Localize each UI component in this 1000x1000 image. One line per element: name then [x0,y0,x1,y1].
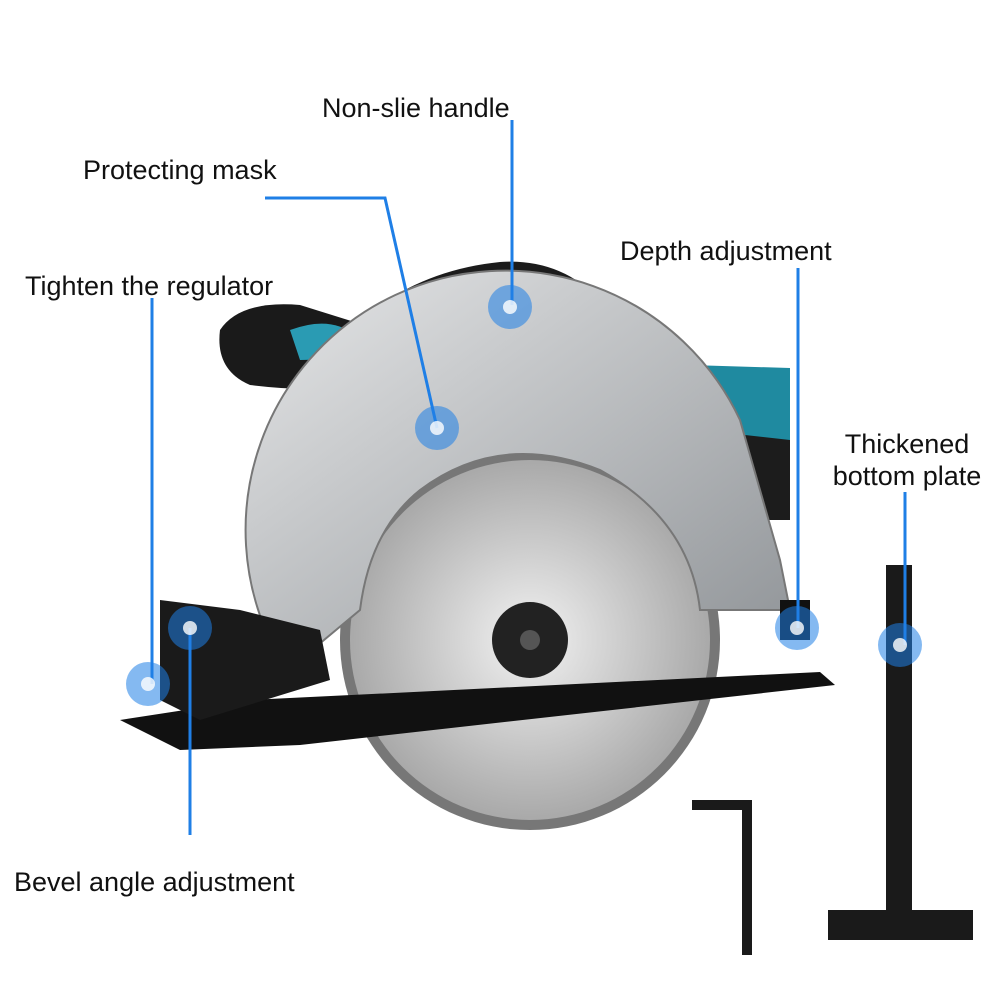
dot-bevel [168,606,212,650]
label-depth-adjustment: Depth adjustment [620,236,832,266]
dot-mask [415,406,459,450]
dot-handle [488,285,532,329]
dot-depth [775,606,819,650]
callout-lines [150,120,907,835]
label-thickened-bottom-plate: Thickened bottom plate [823,428,991,492]
dot-plate [878,623,922,667]
label-protecting-mask: Protecting mask [83,155,277,185]
label-non-slip-handle: Non-slie handle [322,93,510,123]
callout-dots [126,285,922,706]
hex-key [692,800,752,955]
saw-blade [340,450,720,830]
label-plate-line1: Thickened [844,429,970,459]
blade-guard [244,269,792,662]
dot-regulator [126,662,170,706]
label-bevel-angle-adjustment: Bevel angle adjustment [14,867,295,897]
bottom-plate-accessory [828,565,973,940]
label-plate-line2: bottom plate [832,461,982,491]
label-tighten-regulator: Tighten the regulator [25,271,274,301]
